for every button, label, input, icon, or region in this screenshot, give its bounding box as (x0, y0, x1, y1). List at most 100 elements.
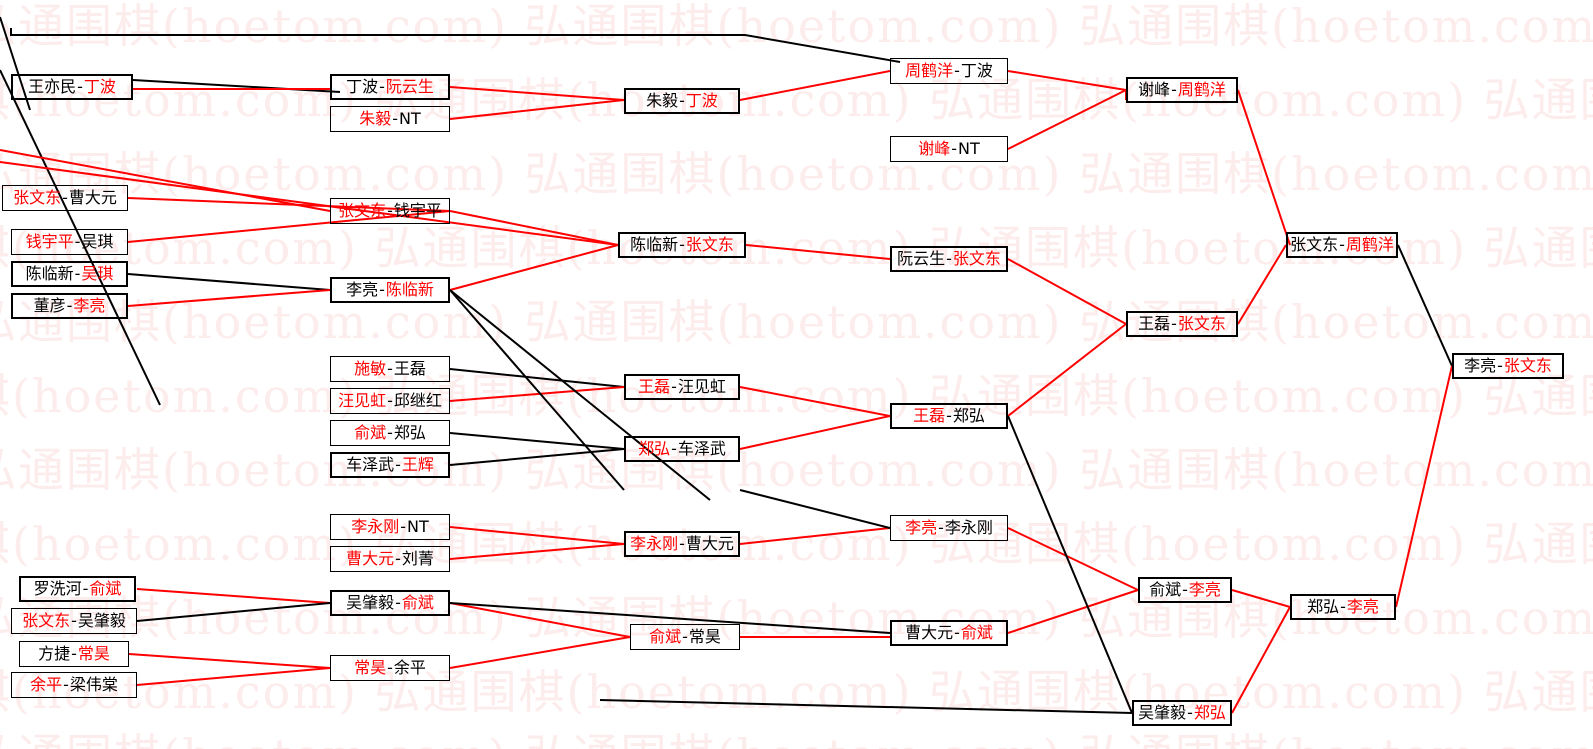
match-box[interactable]: 常昊-余平 (330, 655, 450, 681)
match-box[interactable]: 朱毅-NT (330, 106, 450, 132)
match-box[interactable]: 丁波-阮云生 (330, 74, 450, 100)
player-two: 郑弘 (393, 423, 426, 442)
match-box[interactable]: 方捷-常昊 (19, 641, 129, 667)
player-two: 阮云生 (385, 77, 434, 96)
player-one: 张文东 (13, 188, 62, 207)
player-one: 陈临新 (25, 264, 74, 283)
player-one: 张文东 (338, 201, 387, 220)
player-two: 丁波 (960, 61, 993, 80)
watermark-text: 弘通围棋(hoetom.com) 弘通围棋(hoetom.com) 弘通围棋(h… (0, 369, 1593, 423)
watermark-text: 弘通围棋(hoetom.com) 弘通围棋(hoetom.com) 弘通围棋(h… (0, 443, 1593, 497)
match-box[interactable]: 张文东-钱宇平 (330, 198, 450, 224)
match-box[interactable]: 王磊-郑弘 (890, 403, 1008, 429)
player-one: 张文东 (1290, 235, 1339, 254)
versus-separator: - (387, 201, 393, 220)
match-box[interactable]: 张文东-周鹤洋 (1286, 232, 1398, 258)
versus-separator: - (671, 377, 677, 396)
connector-line (1007, 258, 1127, 325)
versus-separator: - (387, 359, 393, 378)
connector-line (1237, 89, 1291, 246)
versus-separator: - (954, 623, 960, 642)
connector-line (449, 86, 625, 101)
player-one: 郑弘 (638, 439, 671, 458)
match-box[interactable]: 汪见虹-邱继红 (330, 388, 450, 414)
match-box[interactable]: 陈临新-吴琪 (11, 261, 128, 287)
player-two: 张文东 (1177, 314, 1226, 333)
player-two: 李亮 (73, 296, 106, 315)
player-two: 吴琪 (81, 264, 114, 283)
match-box[interactable]: 阮云生-张文东 (890, 246, 1008, 272)
match-box[interactable]: 俞斌-李亮 (1138, 577, 1232, 603)
connector-line (739, 489, 891, 529)
player-two: 梁伟棠 (69, 675, 118, 694)
versus-separator: - (946, 249, 952, 268)
versus-separator: - (954, 61, 960, 80)
match-box[interactable]: 王亦民-丁波 (11, 74, 133, 100)
match-box[interactable]: 董彦-李亮 (11, 293, 128, 319)
match-box[interactable]: 张文东-吴肇毅 (11, 608, 137, 634)
match-box[interactable]: 谢峰-NT (890, 136, 1008, 162)
player-two: 汪见虹 (677, 377, 726, 396)
versus-separator: - (395, 549, 401, 568)
versus-separator: - (1182, 580, 1188, 599)
match-box[interactable]: 曹大元-俞斌 (890, 620, 1008, 646)
match-box[interactable]: 曹大元-刘菁 (330, 546, 450, 572)
match-box[interactable]: 吴肇毅-郑弘 (1132, 700, 1232, 726)
player-two: 张文东 (952, 249, 1001, 268)
match-box[interactable]: 俞斌-郑弘 (330, 420, 450, 446)
match-box[interactable]: 陈临新-张文东 (618, 232, 746, 258)
match-box[interactable]: 李永刚-NT (330, 514, 450, 540)
player-one: 罗洗河 (33, 579, 82, 598)
watermark-text: 弘通围棋(hoetom.com) 弘通围棋(hoetom.com) 弘通围棋(h… (0, 147, 1593, 201)
player-one: 方捷 (38, 644, 71, 663)
match-box[interactable]: 施敏-王磊 (330, 356, 450, 382)
player-two: 俞斌 (960, 623, 993, 642)
player-two: 曹大元 (68, 188, 117, 207)
connector-line (136, 588, 331, 604)
versus-separator: - (671, 439, 677, 458)
match-box[interactable]: 谢峰-周鹤洋 (1126, 77, 1238, 103)
connector-line (449, 448, 625, 466)
match-box[interactable]: 罗洗河-俞斌 (19, 576, 136, 602)
player-one: 张文东 (22, 611, 71, 630)
match-box[interactable]: 李亮-张文东 (1452, 353, 1564, 379)
player-one: 董彦 (33, 296, 66, 315)
match-box[interactable]: 李永刚-曹大元 (624, 531, 740, 557)
watermark-text: 弘通围棋(hoetom.com) 弘通围棋(hoetom.com) 弘通围棋(h… (0, 720, 1593, 749)
match-box[interactable]: 李亮-李永刚 (890, 515, 1008, 541)
match-box[interactable]: 郑弘-车泽武 (624, 436, 740, 462)
match-box[interactable]: 吴肇毅-俞斌 (330, 590, 450, 616)
match-box[interactable]: 郑弘-李亮 (1290, 594, 1396, 620)
player-two: 俞斌 (89, 579, 122, 598)
match-box[interactable]: 钱宇平-吴琪 (11, 229, 128, 255)
connector-line (1007, 527, 1139, 591)
match-box[interactable]: 朱毅-丁波 (624, 88, 740, 114)
match-box[interactable]: 张文东-曹大元 (2, 185, 128, 211)
player-one: 李永刚 (351, 517, 400, 536)
player-one: 常昊 (354, 658, 387, 677)
player-two: 张文东 (1503, 356, 1552, 375)
connector-line (739, 386, 891, 417)
player-one: 谢峰 (1138, 80, 1171, 99)
match-box[interactable]: 王磊-汪见虹 (624, 374, 740, 400)
versus-separator: - (682, 627, 688, 646)
connector-line (136, 602, 331, 622)
versus-separator: - (392, 109, 399, 128)
player-one: 吴肇毅 (346, 593, 395, 612)
watermark-text: 弘通围棋(hoetom.com) 弘通围棋(hoetom.com) 弘通围棋(h… (0, 517, 1593, 571)
match-box[interactable]: 余平-梁伟棠 (11, 672, 137, 698)
connector-line (739, 527, 891, 545)
player-one: 俞斌 (354, 423, 387, 442)
match-box[interactable]: 李亮-陈临新 (330, 277, 450, 303)
versus-separator: - (946, 406, 952, 425)
connector-line (449, 289, 625, 491)
match-box[interactable]: 周鹤洋-丁波 (890, 58, 1008, 84)
match-box[interactable]: 俞斌-常昊 (630, 624, 740, 650)
match-box[interactable]: 车泽武-王辉 (330, 452, 450, 478)
player-one: 陈临新 (630, 235, 679, 254)
player-one: 郑弘 (1307, 597, 1340, 616)
connector-line (1397, 244, 1453, 367)
player-one: 车泽武 (346, 455, 395, 474)
match-box[interactable]: 王磊-张文东 (1126, 311, 1238, 337)
